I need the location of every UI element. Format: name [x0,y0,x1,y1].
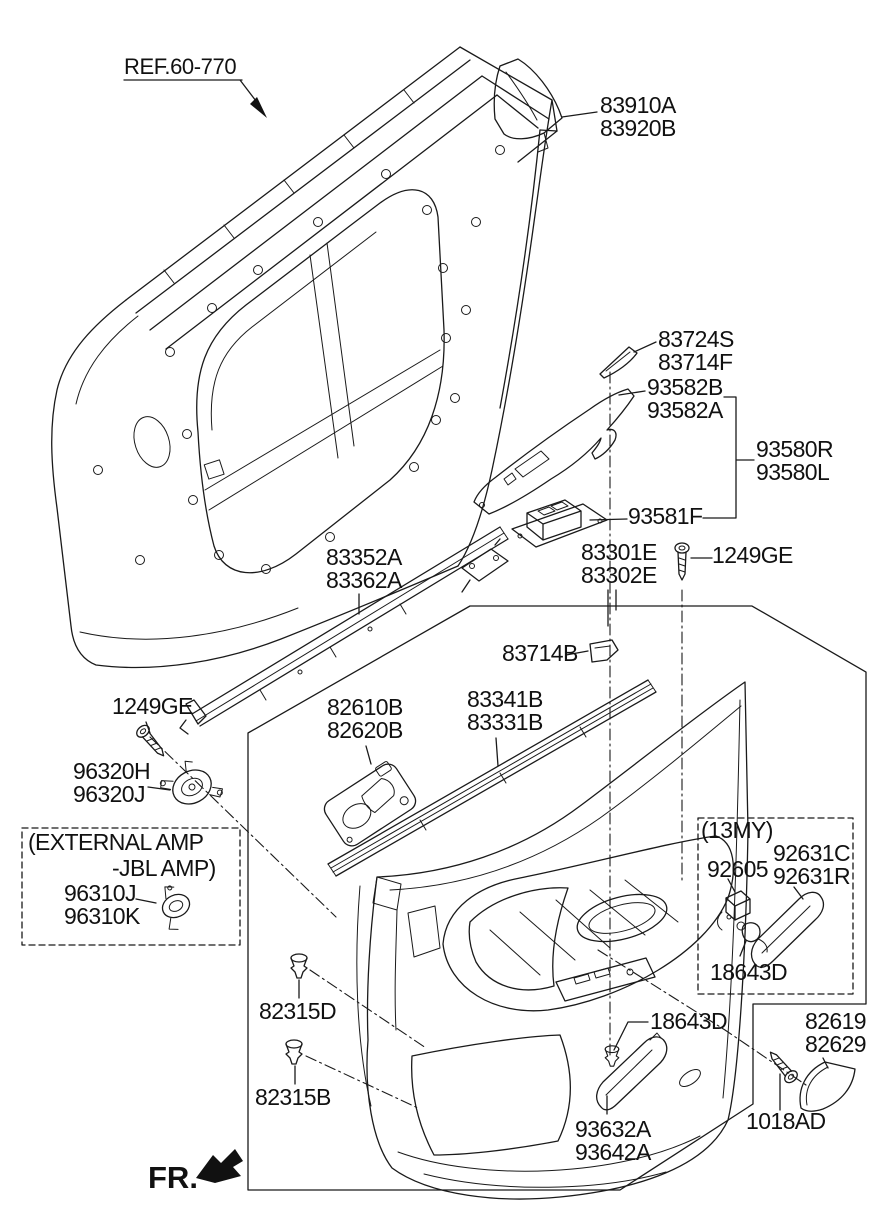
part-label-1018ad: 1018AD [746,1108,826,1134]
part-label-82315b: 82315B [255,1084,331,1110]
screw-1249ge-right [674,542,690,581]
clip-82315d [290,953,308,979]
clip-83714b [589,639,619,663]
lens-18643d-13my [741,922,761,943]
fr-arrow [196,1149,243,1183]
door-trim-panel [356,681,749,1200]
belt-strip-83352 [179,526,509,735]
part-label-92605: 92605 [707,856,769,882]
part-label-18643d: 18643D [650,1008,728,1034]
part-label-1249ge-left: 1249GE [112,693,193,719]
door-frame-sketch [51,46,558,669]
quadrant-cover-93582 [473,388,635,515]
part-label-93581f: 93581F [628,503,703,529]
speaker-96320 [159,760,223,805]
part-label-1249ge-right: 1249GE [712,542,793,568]
part-label-82315d: 82315D [259,998,337,1024]
tweeter-96310 [161,885,191,930]
part-label-13my-caption: (13MY) [701,817,773,843]
inner-strip-83341 [327,679,657,877]
rail-garnish-83910 [493,58,563,153]
delta-cover-83724 [599,346,638,379]
part-label-external-amp-caption-1: (EXTERNAL AMP [28,829,204,855]
inner-handle-82610 [323,761,417,847]
lamp-92631 [750,891,825,968]
bulb-socket-92605 [717,890,751,931]
lamp-93632 [596,1032,668,1111]
part-label-83714b: 83714B [502,640,578,666]
enclosure-border [247,605,867,1191]
clip-18643d [604,1045,620,1067]
part-label-fr-indicator: FR. [148,1160,198,1195]
ref-arrowhead [250,97,267,118]
part-label-ref-callout: REF.60-770 [124,54,237,79]
part-label-external-amp-caption-2: -JBL AMP) [112,855,216,881]
reflector-82619 [799,1061,856,1112]
clip-82315b [285,1039,303,1065]
thirteen-my-box [697,817,854,995]
screw-1018ad [769,1051,798,1084]
external-amp-box [21,827,241,946]
part-label-18643d-13my: 18643D [710,959,788,985]
leader-lines [123,79,829,1115]
